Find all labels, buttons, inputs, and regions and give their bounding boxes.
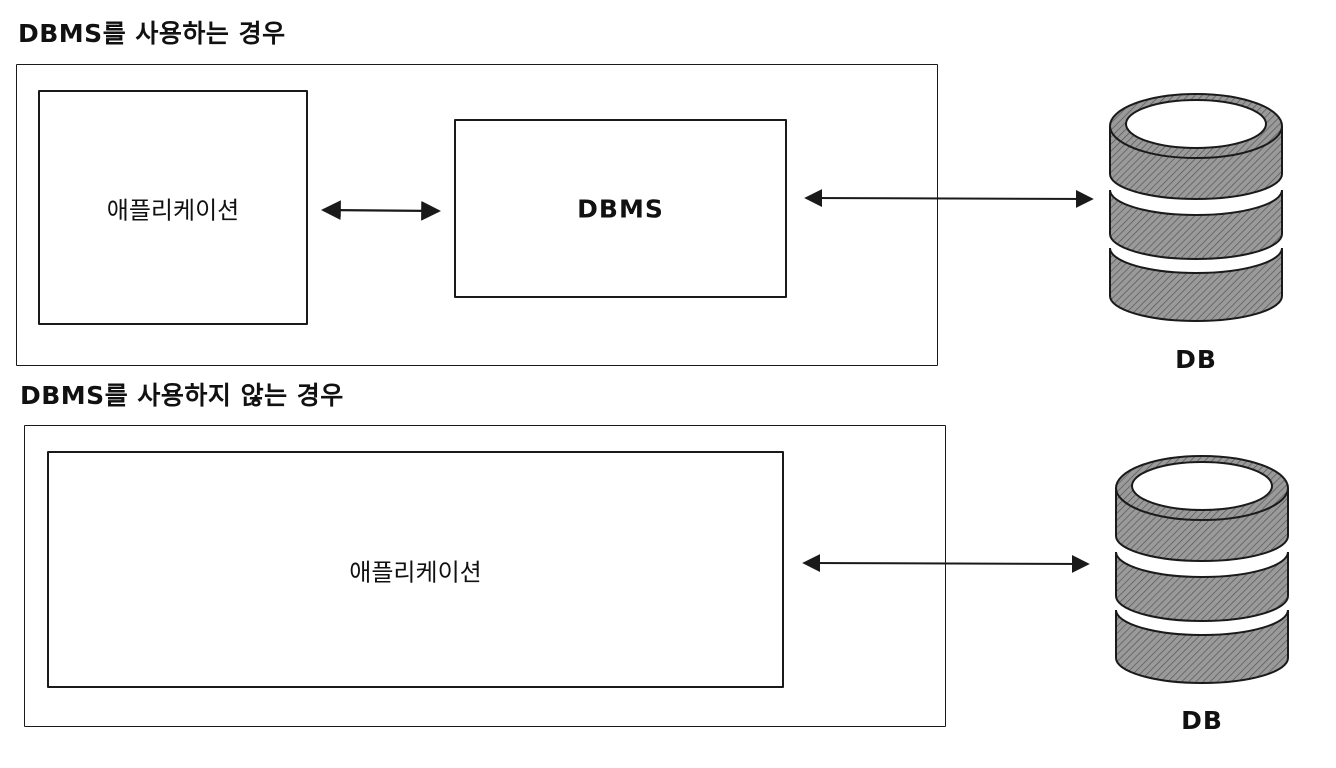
- application-label-direct: 애플리케이션: [349, 558, 482, 586]
- section-title-without-dbms: DBMS를 사용하지 않는 경우: [20, 381, 344, 410]
- arrow-app-dbms: [321, 200, 441, 221]
- application-box-direct: 애플리케이션: [47, 451, 784, 688]
- system-boundary-without-dbms: [24, 425, 946, 727]
- arrow-app-db-direct: [802, 554, 1090, 573]
- db-label: DB: [1175, 345, 1217, 374]
- dbms-label: DBMS: [577, 194, 664, 223]
- arrow-dbms-db: [804, 189, 1094, 208]
- section-title-with-dbms: DBMS를 사용하는 경우: [18, 19, 286, 48]
- application-label: 애플리케이션: [106, 196, 240, 224]
- application-box: 애플리케이션: [38, 90, 308, 325]
- dbms-box: DBMS: [454, 119, 787, 298]
- db-label-direct: DB: [1181, 706, 1223, 735]
- database-icon-direct: [1115, 455, 1289, 684]
- system-boundary-with-dbms: [16, 64, 938, 366]
- database-icon: [1109, 93, 1283, 322]
